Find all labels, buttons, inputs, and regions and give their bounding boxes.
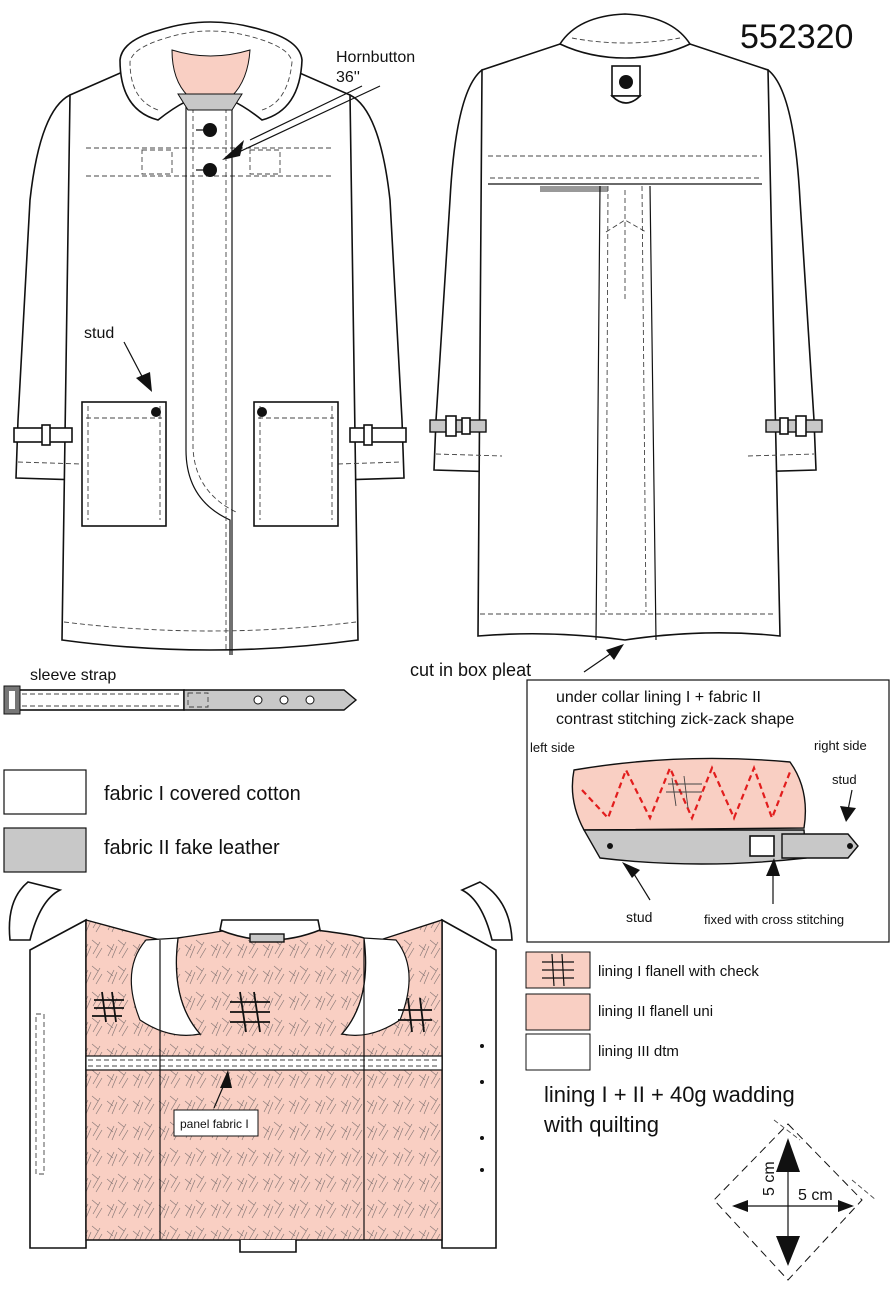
stud-dot bbox=[151, 407, 161, 417]
arrow-icon bbox=[220, 1070, 232, 1088]
under-collar-drawing bbox=[571, 757, 859, 865]
lining-legend-check: lining I flanell with check bbox=[598, 963, 759, 980]
stud-front-label: stud bbox=[84, 325, 114, 342]
fabric-swatch-leather bbox=[3, 827, 87, 873]
panel-fabric-label-box bbox=[173, 1109, 259, 1137]
hornbutton-icon bbox=[203, 163, 217, 177]
collar-title-line2: contrast stitching zick-zack shape bbox=[556, 711, 794, 728]
quilting-dim-vertical: 5 cm bbox=[761, 1161, 778, 1196]
collar-right-side: right side bbox=[814, 738, 867, 753]
back-button-icon bbox=[619, 75, 633, 89]
arrow-icon bbox=[606, 644, 624, 660]
fabric-legend-cotton: fabric I covered cotton bbox=[104, 783, 301, 805]
hornbutton-label: Hornbutton bbox=[336, 49, 415, 66]
panel-fabric-label: panel fabric I bbox=[180, 1117, 249, 1131]
coat-back-view bbox=[429, 13, 823, 641]
hornbutton-size-label: 36'' bbox=[336, 69, 360, 86]
quilting-note-line2: with quilting bbox=[543, 1112, 659, 1137]
fabric-swatch-cotton bbox=[3, 769, 87, 815]
arrow-icon bbox=[840, 806, 856, 822]
arrow-icon bbox=[622, 862, 640, 878]
collar-stud-bottom: stud bbox=[626, 909, 652, 925]
lining-legend-uni: lining II flanell uni bbox=[598, 1003, 713, 1020]
collar-left-side: left side bbox=[530, 740, 575, 755]
stud-dot bbox=[257, 407, 267, 417]
fabric-legend-leather: fabric II fake leather bbox=[104, 837, 280, 859]
coat-lining-view bbox=[8, 881, 513, 1253]
style-number: 552320 bbox=[740, 18, 853, 56]
lining-legend-dtm: lining III dtm bbox=[598, 1043, 679, 1060]
collar-title-line1: under collar lining I + fabric II bbox=[556, 689, 761, 706]
arrow-icon bbox=[136, 372, 152, 392]
lining-legend: lining I flanell with check lining II fl… bbox=[525, 951, 759, 1071]
quilting-note-line1: lining I + II + 40g wadding bbox=[544, 1082, 795, 1107]
box-pleat-label: cut in box pleat bbox=[410, 660, 531, 680]
lining-swatch-check bbox=[525, 951, 591, 989]
lining-swatch-dtm bbox=[525, 1033, 591, 1071]
coat-front-view bbox=[13, 21, 407, 655]
sleeve-strap-label: sleeve strap bbox=[30, 667, 116, 684]
lining-swatch-uni bbox=[525, 993, 591, 1031]
hornbutton-icon bbox=[203, 123, 217, 137]
arrow-icon bbox=[766, 858, 780, 876]
collar-stud-right: stud bbox=[832, 772, 857, 787]
arrow-icon bbox=[222, 140, 244, 160]
collar-cross-stitching: fixed with cross stitching bbox=[704, 912, 844, 927]
sleeve-strap-drawing bbox=[3, 685, 358, 715]
quilting-dim-horizontal: 5 cm bbox=[798, 1187, 833, 1204]
quilting-diagram bbox=[713, 1119, 877, 1281]
